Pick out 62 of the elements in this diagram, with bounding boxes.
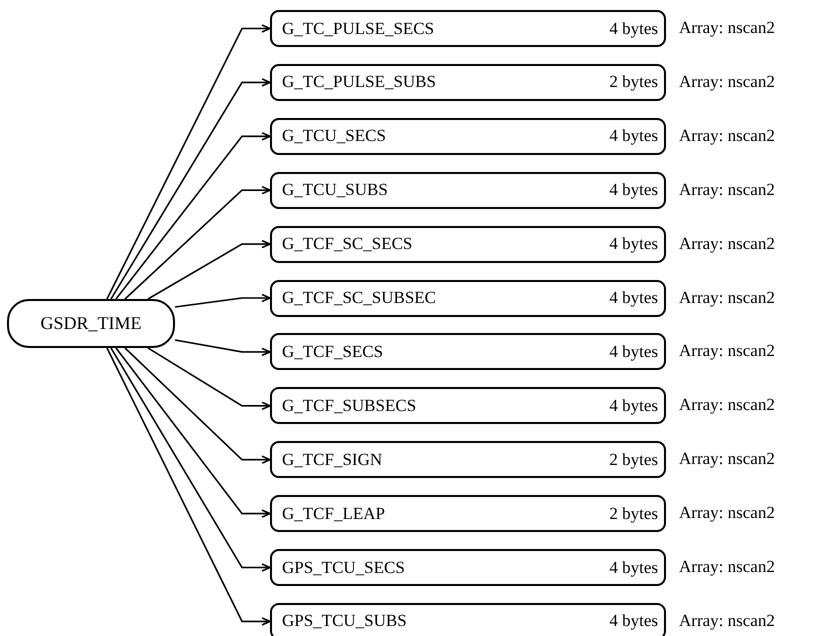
- array-note: Array: nscan2: [679, 503, 775, 524]
- arrow: [174, 339, 271, 356]
- field-box: [270, 280, 666, 316]
- array-note: Array: nscan2: [679, 180, 775, 200]
- root-box: [7, 299, 175, 348]
- array-note: Array: nscan2: [679, 288, 775, 308]
- field-name: G_TCF_SIGN: [282, 450, 382, 470]
- arrow: [115, 132, 271, 300]
- array-note: Array: nscan2: [679, 557, 775, 577]
- arrow: [148, 240, 271, 300]
- arrow: [124, 347, 271, 464]
- field-box: [270, 549, 666, 586]
- field-name: G_TCF_LEAP: [282, 504, 385, 524]
- field-box: [270, 118, 666, 155]
- arrow: [106, 24, 271, 300]
- field-name: G_TC_PULSE_SECS: [282, 18, 434, 38]
- field-size: 4 bytes: [609, 396, 658, 416]
- field-box: [270, 495, 666, 532]
- field-box: [270, 387, 666, 424]
- arrow: [110, 78, 271, 300]
- field-name: G_TCF_SUBSECS: [282, 396, 416, 416]
- field-box: [270, 172, 666, 209]
- array-note: Array: nscan2: [679, 72, 775, 92]
- field-name: G_TCU_SECS: [282, 126, 386, 146]
- field-box: [270, 64, 666, 101]
- arrow: [148, 347, 271, 410]
- field-name: G_TCF_SECS: [282, 342, 384, 362]
- field-name: G_TC_PULSE_SUBS: [282, 72, 436, 92]
- array-note: Array: nscan2: [679, 126, 775, 146]
- field-name: G_TCU_SUBS: [282, 180, 388, 200]
- array-note: Array: nscan2: [679, 234, 775, 254]
- arrow: [124, 186, 271, 300]
- field-size: 4 bytes: [609, 234, 658, 254]
- field-name: GPS_TCU_SECS: [282, 558, 405, 578]
- field-box: [270, 602, 666, 636]
- field-size: 4 bytes: [609, 180, 658, 200]
- field-size: 4 bytes: [609, 342, 658, 362]
- field-size: 2 bytes: [609, 72, 658, 92]
- field-box: [270, 333, 666, 370]
- array-note: Array: nscan2: [679, 610, 775, 631]
- array-note: Array: nscan2: [679, 395, 775, 416]
- field-size: 4 bytes: [609, 288, 658, 308]
- field-box: [270, 10, 666, 47]
- field-box: [270, 441, 666, 478]
- field-name: G_TCF_SC_SECS: [282, 234, 412, 254]
- arrow: [115, 348, 271, 518]
- field-size: 2 bytes: [609, 450, 658, 470]
- array-note: Array: nscan2: [679, 18, 775, 38]
- field-size: 4 bytes: [609, 18, 658, 38]
- arrow: [174, 294, 271, 308]
- field-size: 4 bytes: [609, 611, 658, 632]
- field-size: 4 bytes: [609, 126, 658, 146]
- node-label: GSDR_TIME: [40, 313, 142, 334]
- array-note: Array: nscan2: [679, 449, 775, 470]
- field-name: G_TCF_SC_SUBSEC: [282, 288, 436, 308]
- array-note: Array: nscan2: [679, 341, 775, 362]
- field-size: 4 bytes: [609, 558, 658, 578]
- field-name: GPS_TCU_SUBS: [282, 611, 407, 632]
- field-box: [270, 226, 666, 263]
- arrow: [110, 348, 271, 572]
- field-size: 2 bytes: [609, 504, 658, 524]
- arrow: [106, 348, 271, 626]
